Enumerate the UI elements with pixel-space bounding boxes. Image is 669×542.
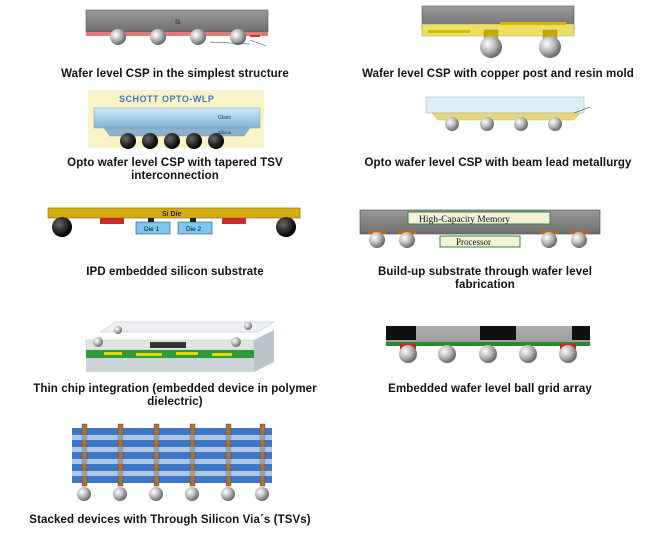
memory-block (407, 211, 551, 225)
caption-opto-beam-lead: Opto wafer level CSP with beam lead meta… (364, 157, 632, 169)
solder-ball (480, 36, 502, 58)
solder-ball (480, 117, 494, 131)
solder-ball (120, 133, 136, 149)
die-layer (72, 464, 272, 471)
glass-layer (425, 96, 585, 114)
die2-label: Die 2 (186, 226, 202, 233)
caption-ipd: IPD embedded silicon substrate (86, 266, 264, 278)
opto-wlcsp-beam-lead-group (425, 96, 591, 131)
solder-ball (571, 232, 587, 248)
si-label: Si (175, 20, 180, 26)
schott-label: SCHOTT OPTO-WLP (119, 94, 214, 104)
caption-stacked-tsv: Stacked devices with Through Silicon Via… (29, 514, 311, 526)
solder-ball (369, 232, 385, 248)
die-layer (72, 476, 272, 483)
solder-ball (276, 217, 296, 237)
solder-ball (52, 217, 72, 237)
solder-ball (514, 117, 528, 131)
solder-ball (539, 36, 561, 58)
si-die-label: Si Die (162, 211, 182, 218)
wlcsp-copper-post-group (421, 5, 575, 58)
solder-ball (399, 232, 415, 248)
black-die (572, 326, 590, 340)
caption-wlcsp-simple: Wafer level CSP in the simplest structur… (61, 68, 289, 80)
wlcsp-simple-group: Si (85, 9, 269, 47)
solder-ball (221, 487, 235, 501)
opto-wlcsp-tsv-group: SCHOTT OPTO-WLP Glass Silicon (88, 90, 264, 149)
tsv-via (153, 423, 160, 487)
solder-ball (77, 487, 91, 501)
solder-ball (255, 487, 269, 501)
solder-ball (190, 29, 206, 45)
die-layer (72, 452, 272, 459)
solder-ball (548, 117, 562, 131)
die-layer (72, 440, 272, 447)
solder-ball (110, 29, 126, 45)
black-die (386, 326, 416, 340)
solder-ball (541, 232, 557, 248)
build-up-substrate-group: High-Capacity Memory Processor (359, 209, 601, 248)
bump (93, 337, 103, 347)
solder-ball (164, 133, 180, 149)
solder-ball (479, 345, 497, 363)
solder-ball (142, 133, 158, 149)
processor-block (439, 235, 521, 248)
ipd-embedded-group: Si Die Die 1 Die 2 (47, 207, 301, 237)
solder-ball (399, 345, 417, 363)
redistribution-layer (86, 32, 268, 36)
solder-ball (230, 29, 246, 45)
caption-opto-tsv: Opto wafer level CSP with tapered TSV in… (67, 157, 283, 182)
glass-layer (93, 107, 261, 129)
solder-ball (445, 117, 459, 131)
die1-label: Die 1 (144, 226, 160, 233)
caption-wlcsp-copper-post: Wafer level CSP with copper post and res… (362, 68, 634, 80)
solder-ball (559, 345, 577, 363)
glass-label: Glass (218, 115, 231, 121)
green-dielectric (86, 350, 254, 358)
solder-ball (185, 487, 199, 501)
memory-label: High-Capacity Memory (419, 215, 510, 225)
processor-label: Processor (456, 237, 491, 247)
si-substrate (47, 207, 301, 219)
copper-rdl (386, 342, 590, 346)
ewlb-group (386, 326, 590, 363)
tsv-via (225, 423, 232, 487)
thin-chip-integration-group (85, 321, 275, 372)
caption-build-up: Build-up substrate through wafer level f… (377, 266, 593, 291)
solder-ball (519, 345, 537, 363)
die-layer (72, 428, 272, 435)
bump (231, 337, 241, 347)
solder-ball (149, 487, 163, 501)
tsv-via (259, 423, 266, 487)
caption-ewlb: Embedded wafer level ball grid array (388, 383, 592, 395)
tsv-via (189, 423, 196, 487)
tsv-via (117, 423, 124, 487)
stacked-tsv-group (72, 423, 272, 501)
solder-ball (186, 133, 202, 149)
caption-thin-chip: Thin chip integration (embedded device i… (33, 383, 317, 408)
solder-ball (208, 133, 224, 149)
solder-ball (113, 487, 127, 501)
silicon-label: Silicon (218, 130, 232, 135)
solder-ball (150, 29, 166, 45)
black-die (480, 326, 516, 340)
tsv-via (81, 423, 88, 487)
solder-ball (438, 345, 456, 363)
